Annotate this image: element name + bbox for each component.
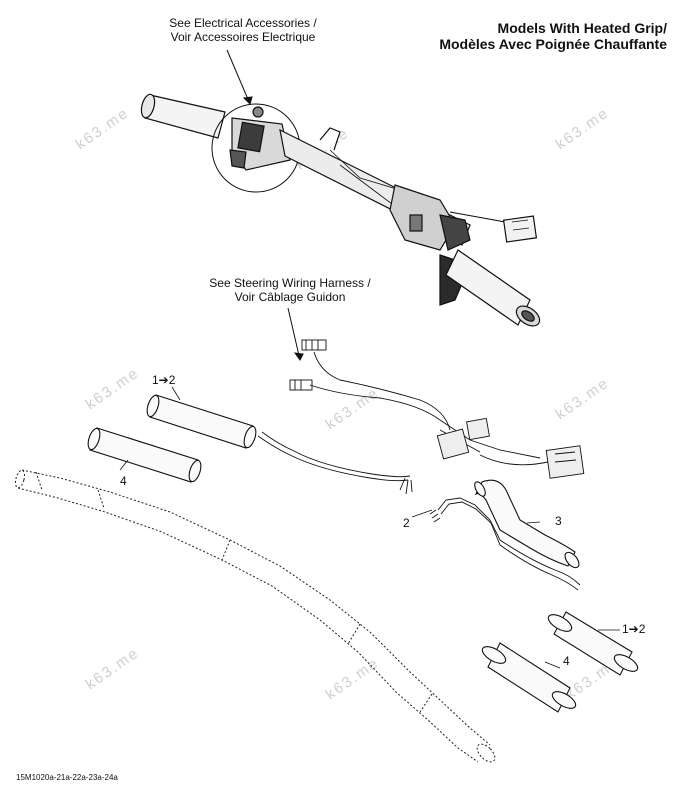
callout-line-1: See Electrical Accessories /	[169, 16, 317, 30]
title-line-1: Models With Heated Grip/	[497, 20, 667, 36]
callout-line-1: See Steering Wiring Harness /	[209, 276, 371, 290]
part-number: 15M1020a-21a-22a-23a-24a	[16, 773, 118, 782]
left-grip-heating-element	[146, 394, 257, 449]
handlebar-tube-outline	[14, 469, 496, 763]
left-grip	[87, 427, 202, 483]
watermark: k63.me	[83, 364, 143, 413]
watermark: k63.me	[553, 374, 613, 423]
steering-harness-callout: See Steering Wiring Harness / Voir Câbla…	[190, 276, 390, 304]
diagram-title: Models With Heated Grip/ Modèles Avec Po…	[439, 20, 667, 52]
right-grip-heating-element	[547, 611, 639, 676]
right-grip	[481, 642, 577, 713]
leader-lines	[226, 49, 304, 361]
handlebar-assembly	[140, 93, 541, 327]
watermark: k63.me	[323, 654, 383, 703]
watermark: k63.me	[323, 384, 383, 433]
watermark: k63.me	[83, 644, 143, 693]
electrical-accessories-callout: See Electrical Accessories / Voir Access…	[148, 16, 338, 44]
callout-line-2: Voir Câblage Guidon	[234, 290, 346, 304]
ref-label-left-heating-element: 1➔2	[152, 373, 176, 387]
ref-label-right-heating-element: 1➔2	[622, 622, 646, 636]
left-heating-wire	[257, 431, 413, 495]
ref-label-conduit: 3	[555, 514, 562, 528]
ref-label-left-grip: 4	[120, 474, 127, 488]
right-heating-wire	[429, 497, 581, 591]
watermark: k63.me	[553, 104, 613, 153]
title-line-2: Modèles Avec Poignée Chauffante	[439, 36, 667, 52]
wire-conduit	[474, 479, 580, 569]
reference-leaders	[119, 386, 620, 669]
steering-wiring-harness	[289, 339, 585, 479]
watermark: k63.me	[73, 104, 133, 153]
ref-label-connector: 2	[403, 516, 410, 530]
callout-line-2: Voir Accessoires Electrique	[170, 30, 316, 44]
ref-label-right-grip: 4	[563, 654, 570, 668]
